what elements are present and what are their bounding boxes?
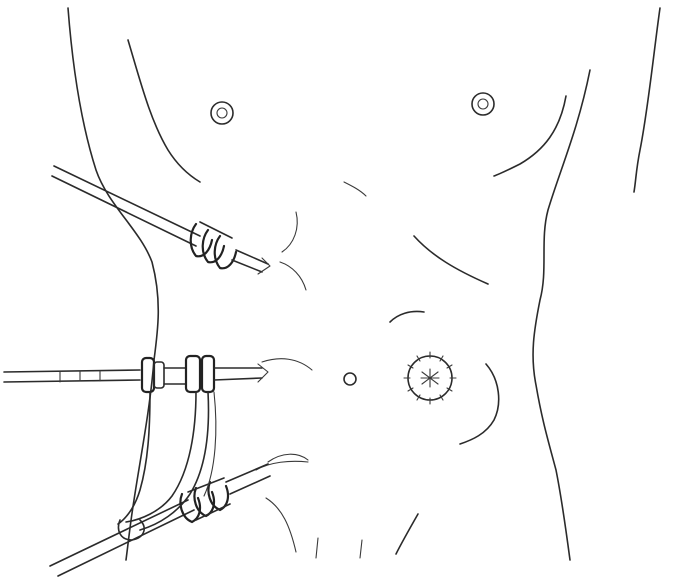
middle-trocar-cable — [262, 359, 312, 370]
left-rib-arc-lower — [280, 262, 306, 290]
umbilical-port-center — [421, 369, 439, 387]
upper-trocar-shaft-top — [54, 166, 200, 236]
right-flank-line — [533, 70, 590, 560]
upper-trocar-shaft-bottom — [52, 176, 196, 246]
suprapubic-stroke-2 — [360, 540, 362, 558]
epigastric-arc — [390, 311, 424, 322]
upper-trocar — [52, 166, 270, 274]
middle-trocar-tip-bottom — [214, 378, 262, 380]
umbilical-port — [404, 352, 456, 404]
middle-trocar — [4, 356, 312, 392]
right-chest-curve — [494, 96, 566, 176]
right-iliac-arc — [460, 364, 499, 444]
middle-trocar-hub-2 — [186, 356, 214, 392]
middle-trocar-shaft-top — [4, 370, 140, 372]
right-nipple-outer — [472, 93, 494, 115]
left-nipple-inner — [217, 108, 227, 118]
upper-trocar-hub — [191, 222, 236, 268]
middle-trocar-shaft-bottom — [4, 380, 140, 382]
upper-trocar-tip-top — [236, 250, 268, 264]
left-rib-arc — [282, 212, 297, 252]
right-nipple-inner — [478, 99, 488, 109]
left-flank-line — [68, 8, 158, 560]
lower-trocar — [50, 454, 308, 576]
middle-trocar-tip-end — [258, 364, 268, 382]
tube-1 — [118, 392, 150, 524]
subcostal-line-left — [344, 182, 366, 196]
suprapubic-stroke-1 — [316, 538, 318, 558]
lower-trocar-shaft-bottom — [58, 510, 194, 576]
torso-outline — [68, 8, 660, 560]
right-shoulder-line — [634, 8, 660, 192]
middle-trocar-hub-1 — [142, 358, 164, 392]
suprapubic-stroke-3 — [396, 514, 418, 554]
left-groin-arc — [266, 498, 296, 552]
lower-trocar-tip-bottom — [230, 476, 270, 494]
tube-2 — [126, 392, 196, 522]
upper-trocar-tip-bottom — [232, 260, 262, 272]
small-port-site — [344, 373, 356, 385]
left-nipple-outer — [211, 102, 233, 124]
nipples — [211, 93, 494, 124]
abdominal-contours — [256, 182, 499, 558]
left-chest-line — [128, 40, 200, 182]
subcostal-line-right — [414, 236, 488, 284]
